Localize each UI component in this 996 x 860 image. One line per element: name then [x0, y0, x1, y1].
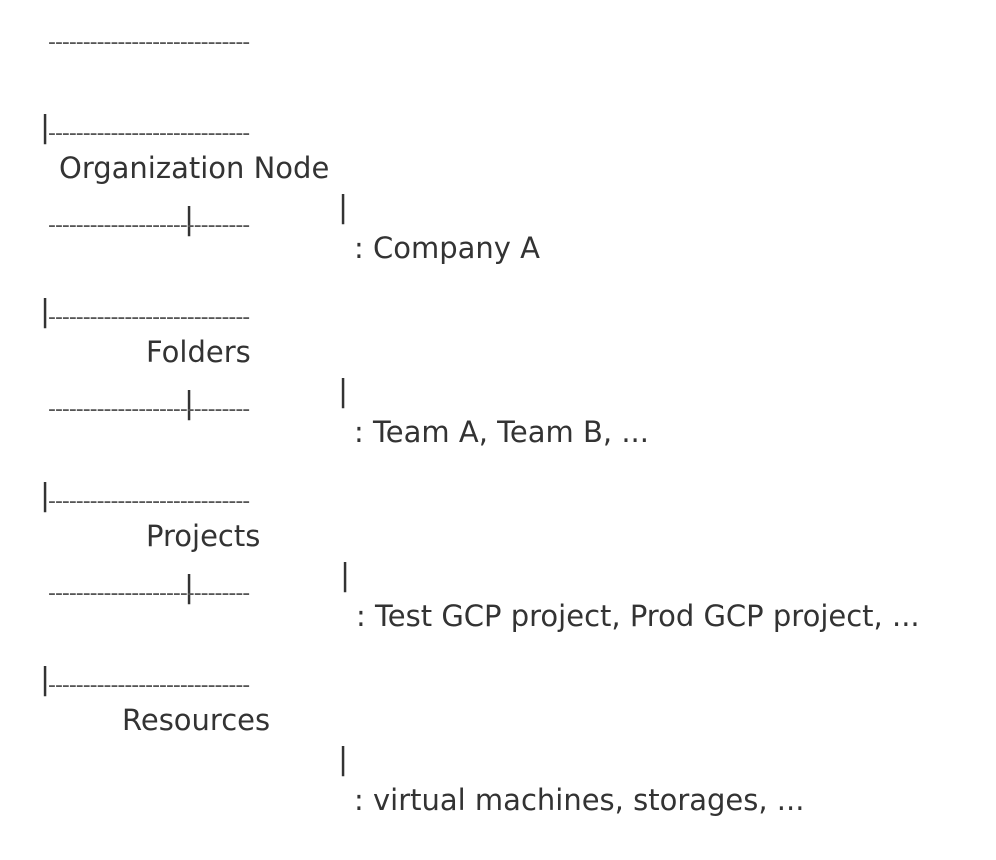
level-row-folders: | Folders | : Team A, Team B, ...	[0, 252, 649, 449]
box-left-border: |	[40, 110, 51, 145]
level-description: : Team A, Team B, ...	[354, 415, 649, 449]
level-row-organization: | Organization Node | : Company A	[0, 68, 540, 265]
box-left-border: |	[40, 478, 51, 513]
box-top-border: -----------------------------	[48, 213, 250, 238]
connector-line: |	[184, 570, 195, 605]
level-label: Organization Node	[59, 151, 330, 185]
level-label: Folders	[146, 335, 251, 369]
box-right-border: |	[338, 742, 349, 777]
level-row-projects: | Projects | : Test GCP project, Prod GC…	[0, 436, 920, 633]
level-row-resources: | Resources | : virtual machines, storag…	[0, 620, 804, 817]
box-bottom-border: -----------------------------	[48, 489, 250, 514]
level-label: Resources	[122, 703, 271, 737]
level-description: : Test GCP project, Prod GCP project, ..…	[356, 599, 920, 633]
connector-row: |	[0, 344, 194, 421]
connector-line: |	[184, 386, 195, 421]
level-label: Projects	[146, 519, 261, 553]
connector-row: |	[0, 528, 194, 605]
box-top-border: -----------------------------	[48, 397, 250, 422]
connector-line: |	[184, 202, 195, 237]
connector-row: |	[0, 160, 194, 237]
box-right-border: |	[338, 190, 349, 225]
box-bottom-border: -----------------------------	[48, 305, 250, 330]
level-description: : Company A	[354, 231, 541, 265]
box-top-border: -----------------------------	[48, 581, 250, 606]
box-right-border: |	[338, 374, 349, 409]
level-description: : virtual machines, storages, ...	[354, 783, 805, 817]
box-left-border: |	[40, 662, 51, 697]
box-top-border: -----------------------------	[48, 30, 250, 55]
box-right-border: |	[340, 558, 351, 593]
box-bottom-border: -----------------------------	[48, 673, 250, 698]
box-left-border: |	[40, 294, 51, 329]
box-bottom-border: -----------------------------	[48, 121, 250, 146]
